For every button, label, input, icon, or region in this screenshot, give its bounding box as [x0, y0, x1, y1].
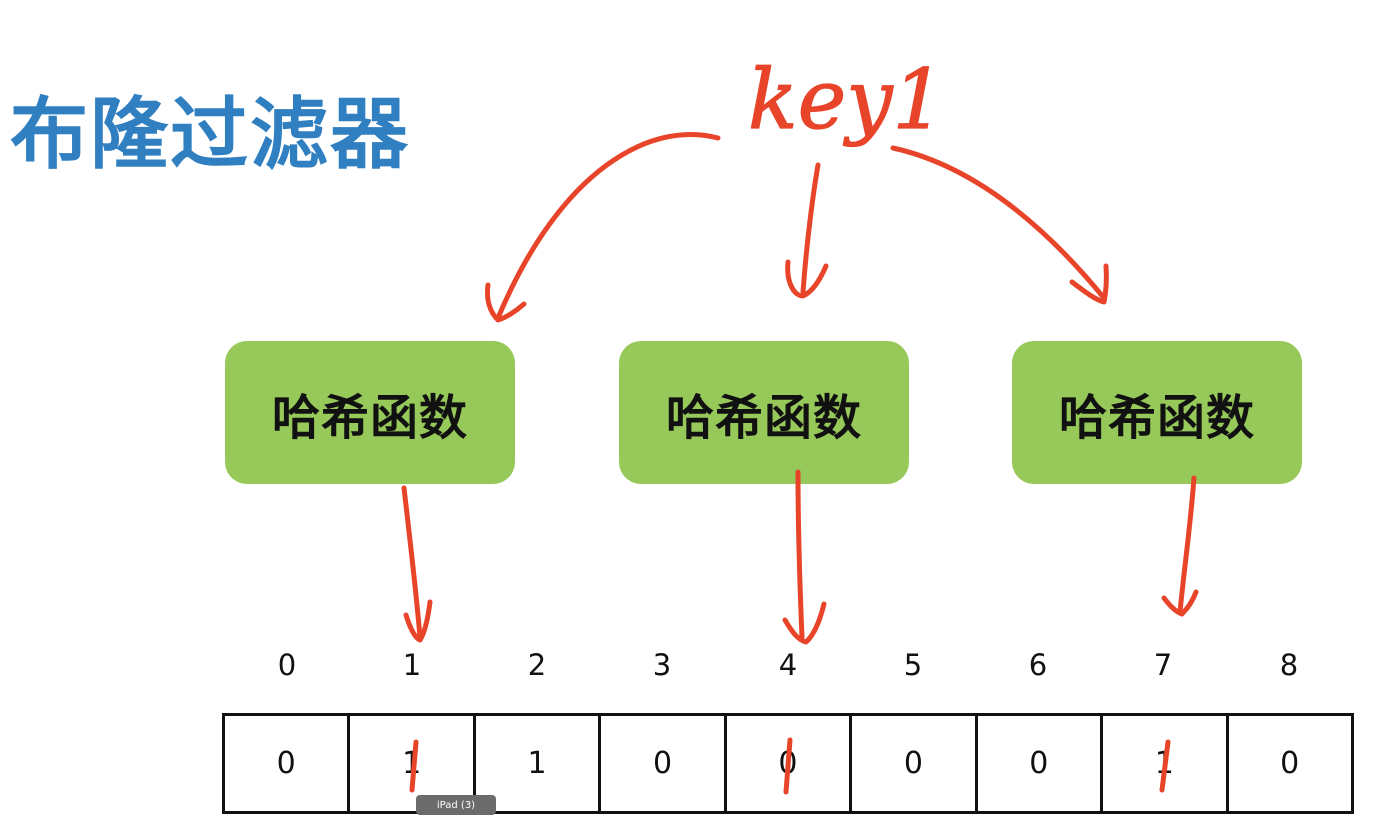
index-label-4: 4 — [778, 648, 798, 682]
key-label: key1 — [748, 53, 945, 148]
hash-function-box-3: 哈希函数 — [1012, 341, 1302, 484]
bit-cell-3: 0 — [601, 716, 727, 811]
arrow-hash-2-to-bit-4 — [795, 469, 805, 640]
arrow-key-to-hash-2 — [800, 162, 821, 295]
bit-cell-8: 0 — [1280, 746, 1300, 781]
arrow-key-to-hash-3 — [890, 145, 1107, 301]
bit-array: 0 1 1 0 0 0 0 1 0 — [222, 713, 1354, 814]
arrowhead-hash-2-to-bit-4 — [782, 601, 827, 645]
bit-cell-6: 0 — [978, 716, 1104, 811]
bit-cell-0: 0 — [225, 716, 351, 811]
index-label-3: 3 — [652, 648, 672, 682]
bit-cell-4: 0 — [727, 716, 853, 811]
ipad-tag: iPad (3) — [416, 795, 496, 815]
index-label-0: 0 — [277, 648, 297, 682]
arrowhead-hash-3-to-bit-7 — [1161, 589, 1199, 617]
arrowhead-key-to-hash-2 — [785, 259, 829, 299]
bit-cell-2: 1 — [476, 716, 602, 811]
page-title: 布隆过滤器 — [10, 89, 411, 180]
arrow-key-to-hash-1 — [495, 132, 721, 321]
index-label-1: 1 — [402, 648, 422, 682]
arrowhead-key-to-hash-3 — [1069, 263, 1109, 305]
hash-function-box-2: 哈希函数 — [619, 341, 909, 484]
arrow-hash-1-to-bit-1 — [401, 485, 423, 640]
index-label-7: 7 — [1153, 648, 1173, 682]
index-label-8: 8 — [1279, 648, 1299, 682]
bit-cell-7: 1 — [1103, 716, 1229, 811]
bit-cell-5: 0 — [852, 716, 978, 811]
arrowhead-key-to-hash-1 — [485, 282, 527, 323]
index-label-6: 6 — [1028, 648, 1048, 682]
arrowhead-hash-1-to-bit-1 — [403, 599, 433, 643]
arrow-hash-3-to-bit-7 — [1177, 475, 1197, 615]
index-label-2: 2 — [527, 648, 547, 682]
hash-function-box-1: 哈希函数 — [225, 341, 515, 484]
index-label-5: 5 — [903, 648, 923, 682]
